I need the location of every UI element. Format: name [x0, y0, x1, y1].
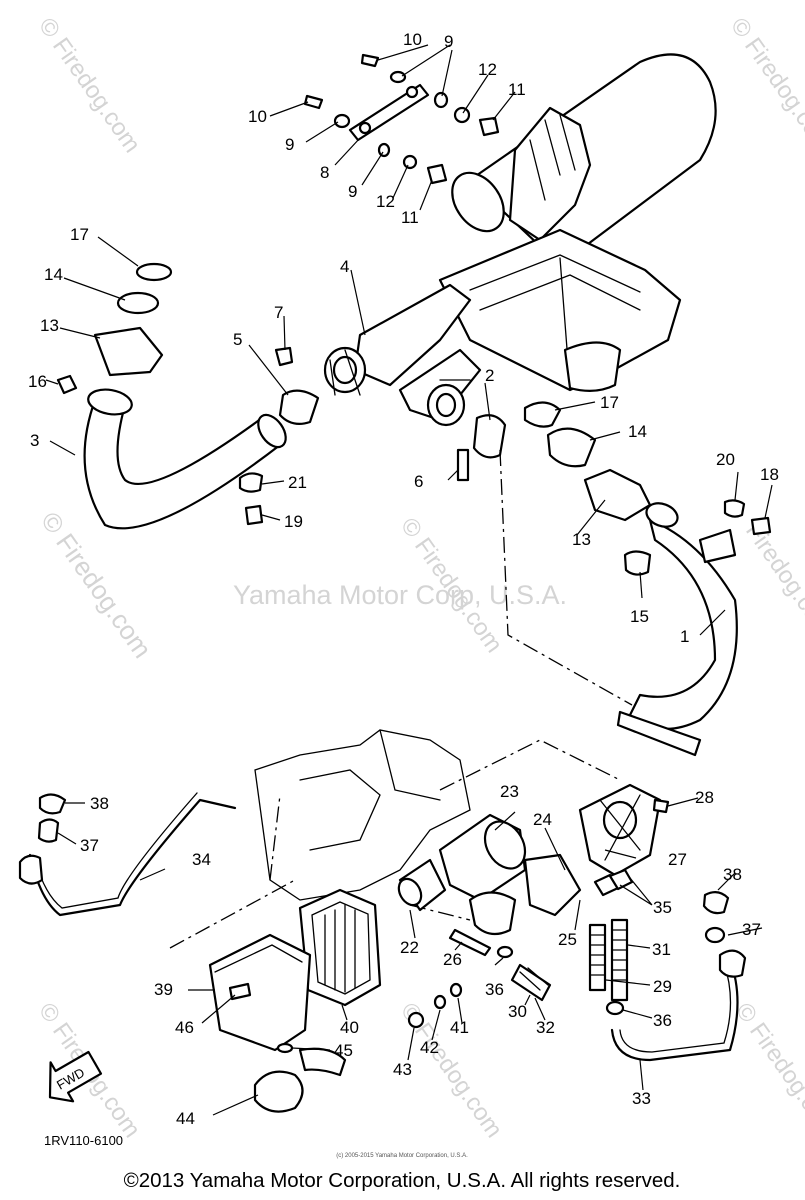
exhaust-pipe-left [56, 262, 470, 530]
callout-42: 42 [420, 1038, 439, 1057]
callout-1: 1 [680, 627, 689, 646]
callout-13b: 13 [572, 530, 591, 549]
callout-19: 19 [284, 512, 303, 531]
callout-15: 15 [630, 607, 649, 626]
callout-36a: 36 [485, 980, 504, 999]
callout-9c: 9 [348, 182, 357, 201]
callout-3: 3 [30, 431, 39, 450]
guide-line-upper [499, 449, 633, 706]
callout-17b: 17 [600, 393, 619, 412]
callout-46: 46 [175, 1018, 194, 1037]
callout-37a: 37 [80, 836, 99, 855]
callout-20: 20 [716, 450, 735, 469]
callout-9b: 9 [285, 135, 294, 154]
exhaust-pipe-right [472, 401, 772, 757]
engine-case [254, 729, 471, 901]
callout-28: 28 [695, 788, 714, 807]
callout-10b: 10 [248, 107, 267, 126]
callout-12b: 12 [376, 192, 395, 211]
callout-33: 33 [632, 1089, 651, 1108]
watermark-site-top-left: © Firedog.com [33, 13, 146, 158]
footer-copyright: ©2013 Yamaha Motor Corporation, U.S.A. A… [124, 1169, 681, 1192]
callout-38b: 38 [723, 865, 742, 884]
callout-12a: 12 [478, 60, 497, 79]
watermark-site-right: Firedog.com [740, 518, 805, 643]
mount-hardware [303, 53, 500, 185]
callout-8: 8 [320, 163, 329, 182]
watermark-site-left: © Firedog.com [35, 506, 158, 663]
callout-24: 24 [533, 810, 552, 829]
callout-25: 25 [558, 930, 577, 949]
callout-32: 32 [536, 1018, 555, 1037]
callout-27: 27 [668, 850, 687, 869]
callout-21: 21 [288, 473, 307, 492]
muffler-assembly [323, 53, 717, 427]
callout-22: 22 [400, 938, 419, 957]
callout-34: 34 [192, 850, 211, 869]
callout-30: 30 [508, 1002, 527, 1021]
watermark-center: Yamaha Motor Corp, U.S.A. [233, 580, 567, 610]
callout-11a: 11 [508, 80, 526, 99]
fwd-arrow-icon [48, 1050, 103, 1103]
callout-37b: 37 [742, 920, 761, 939]
callout-36b: 36 [653, 1011, 672, 1030]
diagram-code: 1RV110-6100 [44, 1133, 123, 1148]
callout-23: 23 [500, 782, 519, 801]
callout-43: 43 [393, 1060, 412, 1079]
callout-7: 7 [274, 303, 283, 322]
callout-13a: 13 [40, 316, 59, 335]
small-copyright: (c) 2005-2015 Yamaha Motor Corporation, … [336, 1153, 468, 1159]
callout-2: 2 [485, 366, 494, 385]
callout-11b: 11 [401, 208, 419, 227]
callout-35: 35 [653, 898, 672, 917]
callout-10a: 10 [403, 30, 422, 49]
callout-44: 44 [176, 1109, 195, 1128]
leader-lines [45, 44, 773, 1116]
watermark-layer: Yamaha Motor Corp, U.S.A. © Firedog.com … [33, 13, 805, 1143]
guide-line-lower [169, 739, 621, 949]
callout-26: 26 [443, 950, 462, 969]
callout-31: 31 [652, 940, 671, 959]
callout-18: 18 [760, 465, 779, 484]
callout-41: 41 [450, 1018, 469, 1037]
induction-parts [18, 783, 747, 1113]
callout-4: 4 [340, 257, 349, 276]
callout-40: 40 [340, 1018, 359, 1037]
callout-14b: 14 [628, 422, 647, 441]
callout-38a: 38 [90, 794, 109, 813]
callout-17a: 17 [70, 225, 89, 244]
callout-39: 39 [154, 980, 173, 999]
callout-45: 45 [334, 1041, 353, 1060]
callout-6: 6 [414, 472, 423, 491]
callout-16: 16 [28, 372, 47, 391]
callout-14a: 14 [44, 265, 63, 284]
watermark-site-bottom-right: © Firedog.com [730, 998, 805, 1143]
callout-29: 29 [653, 977, 672, 996]
callout-5: 5 [233, 330, 242, 349]
callout-numbers: 1 2 3 4 5 6 7 8 9 9 9 10 10 11 11 12 12 … [28, 30, 779, 1128]
watermark-site-top-right: © Firedog.com [725, 13, 805, 158]
callout-9a: 9 [444, 32, 453, 51]
